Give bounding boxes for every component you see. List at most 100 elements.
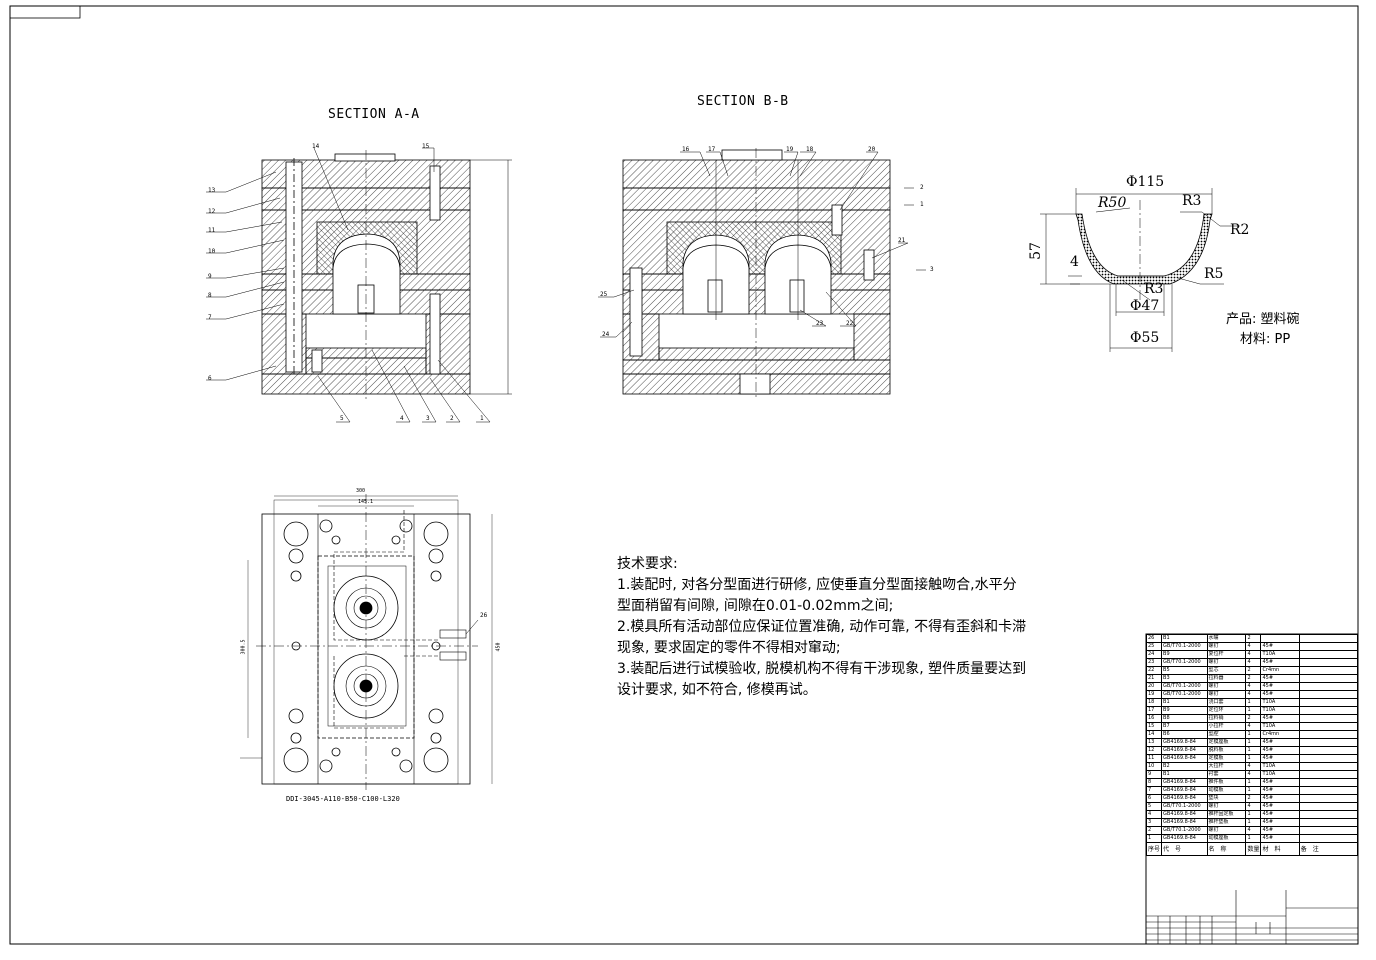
bom-cell: 4: [1245, 762, 1262, 771]
bom-cell: 45#: [1260, 834, 1300, 843]
section-b-b-title: SECTION B-B: [697, 94, 789, 109]
bom-cell: [1298, 818, 1359, 827]
dim-57: 57: [1027, 242, 1044, 260]
bom-cell: 8: [1145, 778, 1163, 787]
bom-cell: 型芯: [1206, 666, 1247, 675]
bom-cell: [1298, 674, 1359, 683]
bom-cell: 45#: [1260, 746, 1300, 755]
bom-cell: 45#: [1260, 818, 1300, 827]
callout-19: 19: [786, 146, 794, 153]
callout-13: 13: [208, 187, 216, 194]
callout-24: 24: [602, 331, 610, 338]
bom-cell: 1: [1145, 834, 1163, 843]
bom-cell: 4: [1245, 650, 1262, 659]
bom-cell: 1: [1245, 698, 1262, 707]
bom-cell: 2: [1245, 794, 1262, 803]
dim-phi55: Φ55: [1130, 330, 1160, 346]
callout-15: 15: [422, 143, 430, 150]
callout-14: 14: [312, 143, 320, 150]
bom-cell: 水嘴: [1206, 634, 1247, 643]
product-name: 产品: 塑料碗: [1226, 312, 1300, 327]
callout-17: 17: [708, 146, 716, 153]
bom-cell: [1298, 746, 1359, 755]
bom-cell: 19: [1145, 690, 1163, 699]
bom-cell: [1298, 666, 1359, 675]
bom-cell: 23: [1145, 658, 1163, 667]
sheet-border: [9, 5, 1359, 945]
bom-cell: 18: [1145, 698, 1163, 707]
tech-line: 2.模具所有活动部位应保证位置准确, 动作可靠, 不得有歪斜和卡滞: [617, 619, 1027, 635]
bom-cell: 26: [1145, 634, 1163, 643]
bom-cell: 4: [1245, 722, 1262, 731]
bom-cell: 2: [1145, 826, 1163, 835]
bom-cell: [1298, 714, 1359, 723]
bom-cell: GB/T70.1-2000: [1161, 802, 1208, 811]
bom-cell: 垫块: [1206, 794, 1247, 803]
bom-cell: 45#: [1260, 786, 1300, 795]
bom-cell: T10A: [1260, 650, 1300, 659]
title-block: [1146, 890, 1358, 944]
bom-cell: [1298, 770, 1359, 779]
dim-r5: R5: [1204, 266, 1224, 282]
bom-cell: [1298, 826, 1359, 835]
bom-cell: [1298, 690, 1359, 699]
bom-cell: 25: [1145, 642, 1163, 651]
bom-cell: 45#: [1260, 682, 1300, 691]
bom-cell: 16: [1145, 714, 1163, 723]
callout-12: 12: [208, 208, 216, 215]
bom-cell: GB4169.8-84: [1161, 746, 1208, 755]
bom-cell: [1298, 834, 1359, 843]
bom-cell: B9: [1161, 650, 1208, 659]
bom-cell: 螺钉: [1206, 682, 1247, 691]
bom-cell: GB4169.8-84: [1161, 834, 1208, 843]
bom-cell: [1298, 762, 1359, 771]
bom-cell: 13: [1145, 738, 1163, 747]
bom-cell: [1298, 730, 1359, 739]
bom-cell: GB4169.8-84: [1161, 794, 1208, 803]
bom-cell: 动模座板: [1206, 834, 1247, 843]
bom-cell: GB4169.8-84: [1161, 778, 1208, 787]
bom-cell: B1: [1161, 770, 1208, 779]
bom-cell: GB4169.8-84: [1161, 738, 1208, 747]
bom-cell: 45#: [1260, 826, 1300, 835]
callout-16: 16: [682, 146, 690, 153]
bom-cell: B6: [1161, 730, 1208, 739]
callout-20: 20: [868, 146, 876, 153]
bom-cell: 4: [1145, 810, 1163, 819]
bom-header-cell: 名 称: [1206, 842, 1247, 856]
bom-cell: B3: [1161, 674, 1208, 683]
bom-cell: [1298, 650, 1359, 659]
bom-cell: T10A: [1260, 722, 1300, 731]
callout-5: 5: [340, 415, 344, 422]
bom-cell: 45#: [1260, 642, 1300, 651]
bom-cell: [1298, 642, 1359, 651]
bom-cell: 4: [1245, 802, 1262, 811]
bom-cell: 螺钉: [1206, 690, 1247, 699]
bom-cell: 1: [1245, 706, 1262, 715]
bom-cell: 4: [1245, 642, 1262, 651]
callout-21: 21: [898, 237, 906, 244]
bom-cell: 45#: [1260, 802, 1300, 811]
bom-cell: [1298, 722, 1359, 731]
plan-view: [240, 494, 493, 790]
dim-r3-top: R3: [1182, 193, 1202, 209]
tech-title: 技术要求:: [617, 556, 678, 572]
product-material: 材料: PP: [1240, 332, 1291, 347]
bom-cell: [1298, 794, 1359, 803]
section-a-a-title: SECTION A-A: [328, 107, 420, 122]
corner-tab: [9, 5, 81, 19]
plan-dim-left: 300.5: [240, 639, 247, 655]
technical-requirements: 技术要求: 1.装配时, 对各分型面进行研修, 应使垂直分型面接触吻合,水平分 …: [617, 554, 1026, 701]
callout-23: 23: [816, 320, 824, 327]
bom-cell: GB/T70.1-2000: [1161, 826, 1208, 835]
bom-header-cell: 材 料: [1260, 842, 1300, 856]
